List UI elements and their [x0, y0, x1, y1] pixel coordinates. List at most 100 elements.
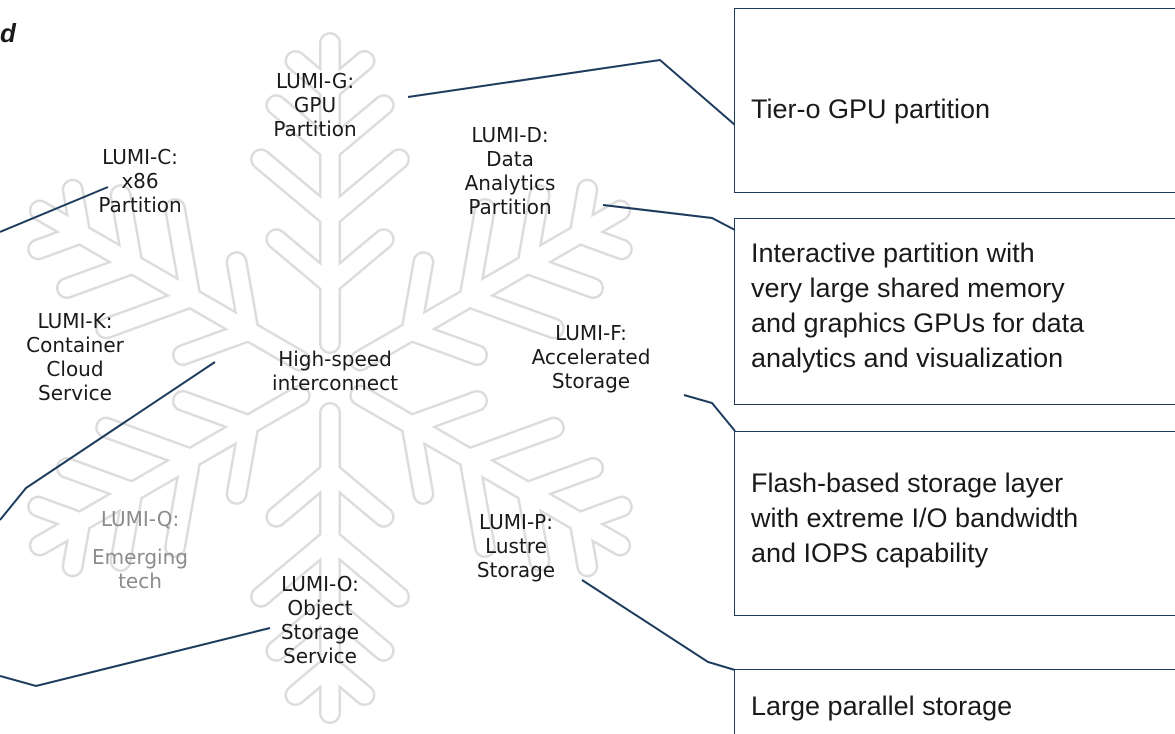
- connector-data: [602, 204, 736, 231]
- node-lumi-d-line-2: Analytics: [464, 171, 556, 195]
- node-lumi-f-head: LUMI-F:: [555, 321, 627, 345]
- snowflake-stroke: [321, 530, 408, 606]
- connector-left-middle: [0, 361, 216, 521]
- snowflake-stroke: [29, 498, 89, 531]
- node-lumi-f-line-1: Accelerated: [531, 345, 651, 369]
- snowflake-stroke: [460, 289, 563, 337]
- callout-data-line-4: analytics and visualization: [751, 343, 1064, 373]
- node-lumi-p: LUMI-P: Lustre Storage: [461, 510, 571, 582]
- node-lumi-o: LUMI-O: Object Storage Service: [265, 572, 375, 668]
- node-lumi-c: LUMI-C: x86 Partition: [90, 145, 190, 217]
- node-lumi-d-line-3: Partition: [468, 195, 552, 219]
- connector-left-lower: [0, 627, 271, 688]
- connector-lines: [0, 58, 736, 688]
- node-lumi-p-line-2: Storage: [476, 558, 556, 582]
- node-lumi-q-line-2: tech: [118, 569, 162, 593]
- snowflake-stroke: [460, 449, 494, 556]
- node-lumi-k-line-1: Container: [26, 333, 124, 357]
- callout-flash-line-1: Flash-based storage layer: [751, 468, 1064, 498]
- snowflake-stroke: [267, 230, 339, 293]
- node-lumi-q: LUMI-Q: Emerging tech: [85, 507, 195, 593]
- node-lumi-q-head: LUMI-Q:: [100, 507, 180, 531]
- snowflake-stroke: [228, 253, 258, 340]
- snowflake-stroke: [321, 463, 393, 526]
- connector-gpu: [407, 58, 736, 126]
- snowflake-stroke: [571, 225, 631, 258]
- node-lumi-f: LUMI-F: Accelerated Storage: [516, 321, 666, 393]
- node-lumi-o-line-1: Object: [287, 596, 353, 620]
- snowflake-stroke: [97, 419, 200, 467]
- snowflake-stroke: [166, 449, 200, 556]
- node-lumi-d: LUMI-D: Data Analytics Partition: [455, 123, 565, 219]
- node-lumi-o-line-3: Service: [283, 644, 357, 668]
- node-lumi-d-head: LUMI-D:: [471, 123, 549, 147]
- snowflake-stroke: [112, 483, 142, 570]
- snowflake-stroke: [402, 416, 432, 503]
- callout-gpu-line-1: Tier-o GPU partition: [751, 94, 991, 124]
- node-lumi-f-line-2: Storage: [551, 369, 631, 393]
- snowflake-stroke: [267, 96, 339, 159]
- snowflake-stroke: [402, 322, 486, 364]
- snowflake-stroke: [287, 657, 339, 704]
- node-lumi-g-head: LUMI-G:: [275, 69, 355, 93]
- node-lumi-k-line-3: Service: [38, 381, 112, 405]
- hub-line-2: interconnect: [272, 371, 398, 395]
- snowflake-stroke: [174, 392, 258, 434]
- node-lumi-k-head: LUMI-K:: [37, 309, 113, 333]
- snowflake-stroke: [267, 597, 339, 660]
- node-lumi-o-head: LUMI-O:: [281, 572, 359, 596]
- callout-data-line-1: Interactive partition with: [751, 238, 1035, 268]
- snowflake-stroke: [97, 289, 200, 337]
- hub-interconnect: High-speed interconnect: [255, 347, 415, 395]
- snowflake-stroke: [460, 419, 563, 467]
- snowflake-stroke: [321, 52, 373, 99]
- snowflake-stroke: [112, 186, 142, 273]
- snowflake-stroke: [321, 96, 393, 159]
- callout-lustre-storage: Large parallel storage: [734, 669, 1175, 734]
- snowflake-stroke: [518, 186, 548, 273]
- node-lumi-p-line-1: Lustre: [485, 534, 547, 558]
- snowflake-stroke: [228, 416, 258, 503]
- snowflake-stroke: [402, 392, 486, 434]
- snowflake-stroke: [321, 597, 393, 660]
- snowflake-stroke: [571, 513, 596, 575]
- connector-flash: [683, 394, 736, 432]
- node-lumi-c-line-1: x86: [121, 169, 159, 193]
- node-lumi-d-line-1: Data: [486, 147, 534, 171]
- snowflake-stroke: [58, 459, 142, 501]
- snowflake-stroke: [58, 255, 142, 297]
- snowflake-stroke: [518, 483, 548, 570]
- corner-mark-text: d: [0, 18, 16, 48]
- snowflake-stroke: [252, 530, 339, 606]
- node-lumi-g-line-1: GPU: [293, 93, 337, 117]
- node-lumi-o-line-2: Storage: [280, 620, 360, 644]
- node-lumi-q-line-1: Emerging: [92, 545, 188, 569]
- snowflake-stroke: [460, 200, 494, 307]
- callout-data-line-3: and graphics GPUs for data: [751, 308, 1085, 338]
- connector-lustre: [581, 579, 736, 671]
- callout-lustre-line-1: Large parallel storage: [751, 691, 1013, 721]
- node-lumi-g-line-2: Partition: [273, 117, 357, 141]
- snowflake-outline-inner: [29, 34, 631, 722]
- snowflake-stroke: [402, 253, 432, 340]
- snowflake-stroke: [321, 150, 408, 226]
- callout-gpu-partition: Tier-o GPU partition: [734, 8, 1175, 193]
- snowflake-stroke: [174, 322, 258, 364]
- snowflake-stroke: [166, 200, 200, 307]
- callout-flash-line-3: and IOPS capability: [751, 538, 989, 568]
- snowflake-stroke: [518, 255, 602, 297]
- callout-data-line-2: very large shared memory: [751, 273, 1065, 303]
- callout-data-analytics: Interactive partition with very large sh…: [734, 218, 1175, 405]
- node-lumi-c-head: LUMI-C:: [102, 145, 178, 169]
- snowflake-stroke: [321, 230, 393, 293]
- snowflake-stroke: [64, 181, 89, 243]
- node-lumi-g: LUMI-G: GPU Partition: [265, 69, 365, 141]
- node-lumi-k: LUMI-K: Container Cloud Service: [15, 309, 135, 405]
- snowflake-stroke: [518, 459, 602, 501]
- snowflake-stroke: [252, 150, 339, 226]
- node-lumi-k-line-2: Cloud: [46, 357, 104, 381]
- snowflake-stroke: [267, 463, 339, 526]
- callout-flash-line-2: with extreme I/O bandwidth: [751, 503, 1079, 533]
